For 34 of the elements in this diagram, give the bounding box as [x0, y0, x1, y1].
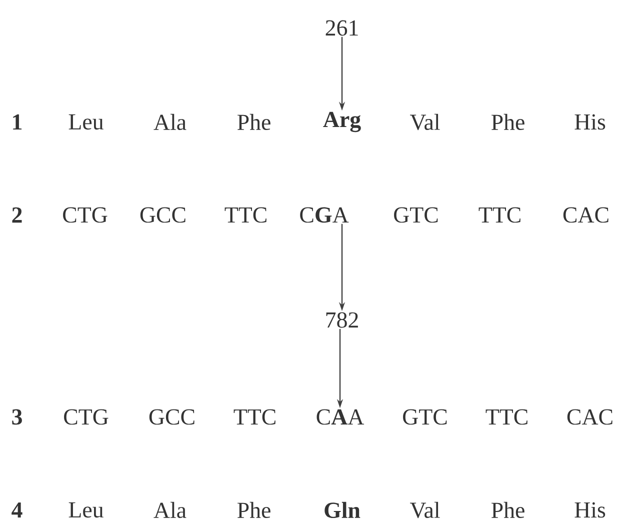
sequence-token: His	[574, 114, 606, 130]
sequence-token: GTC	[394, 207, 438, 223]
sequence-token: TTC	[478, 207, 520, 223]
sequence-token: GCC	[149, 409, 194, 425]
sequence-token: His	[574, 502, 606, 518]
sequence-token: TTC	[224, 207, 266, 223]
sequence-token: GTC	[403, 409, 447, 425]
row-number: 2	[12, 207, 22, 223]
sequence-token: GCC	[140, 207, 186, 223]
sequence-token: CGA	[300, 207, 349, 223]
sequence-token: TTC	[234, 409, 276, 425]
sequence-token: Val	[410, 502, 440, 518]
sequence-token: Leu	[68, 114, 104, 130]
sequence-token: Val	[410, 114, 440, 130]
sequence-token: Ala	[154, 502, 186, 518]
sequence-token: Leu	[68, 502, 104, 518]
sequence-token: Gln	[324, 502, 360, 518]
sequence-token: Phe	[491, 502, 524, 518]
sequence-token: Ala	[154, 114, 186, 130]
sequence-token: 261	[326, 20, 358, 36]
sequence-token: Phe	[237, 114, 270, 130]
sequence-token: 782	[326, 312, 358, 328]
sequence-token: Arg	[323, 112, 361, 132]
sequence-token: CTG	[64, 409, 108, 425]
row-number: 3	[12, 409, 22, 425]
sequence-token: CTG	[63, 207, 108, 223]
sequence-token: CAA	[316, 409, 364, 425]
row-number: 1	[13, 114, 22, 130]
row-number: 4	[12, 502, 22, 518]
sequence-token: CAC	[567, 409, 612, 425]
sequence-token: TTC	[486, 409, 528, 425]
sequence-token: Phe	[237, 502, 270, 518]
sequence-token: CAC	[563, 207, 608, 223]
sequence-token: Phe	[491, 114, 524, 130]
